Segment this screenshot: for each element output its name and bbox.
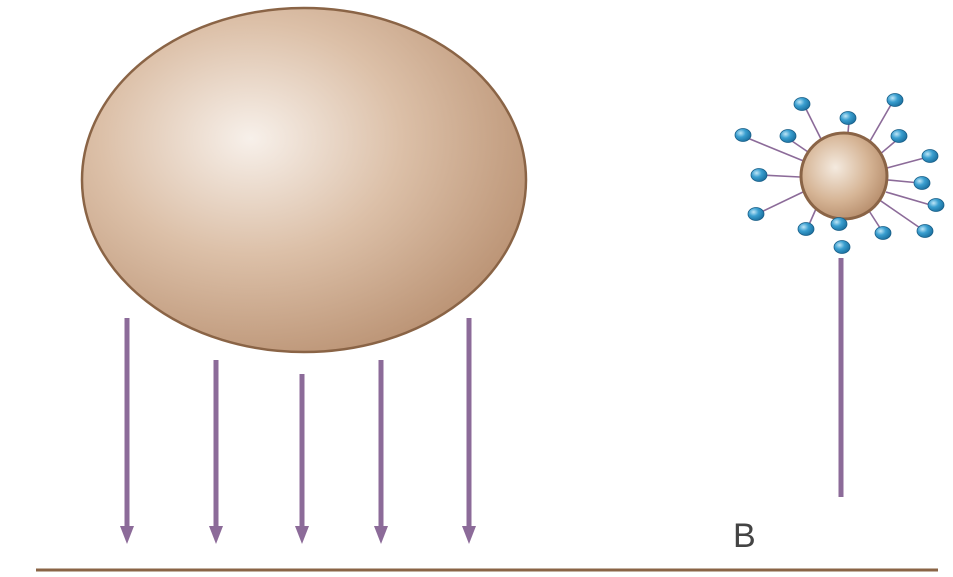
small-particle-icon: [801, 133, 887, 219]
ion-icon: [928, 199, 944, 212]
arrow-head-icon: [120, 526, 134, 544]
ion-icon: [922, 150, 938, 163]
ion-icon: [748, 208, 764, 221]
ion-icon: [780, 130, 796, 143]
small-particle-group: [735, 94, 944, 498]
ion-icon: [840, 112, 856, 125]
arrow-head-icon: [295, 526, 309, 544]
ion-icon: [875, 227, 891, 240]
ion-icon: [794, 98, 810, 111]
ion-icon: [891, 130, 907, 143]
ion-icon: [798, 223, 814, 236]
large-particle-icon: [82, 8, 526, 352]
arrow-head-icon: [209, 526, 223, 544]
arrow-head-icon: [374, 526, 388, 544]
arrow-head-icon: [462, 526, 476, 544]
ion-icon: [887, 94, 903, 107]
ion-icon: [834, 241, 850, 254]
ion-icon: [914, 177, 930, 190]
panel-label-b: B: [733, 517, 756, 555]
ion-icon: [751, 169, 767, 182]
ion-icon: [917, 225, 933, 238]
ion-icon: [735, 129, 751, 142]
ion-icon: [831, 218, 847, 231]
